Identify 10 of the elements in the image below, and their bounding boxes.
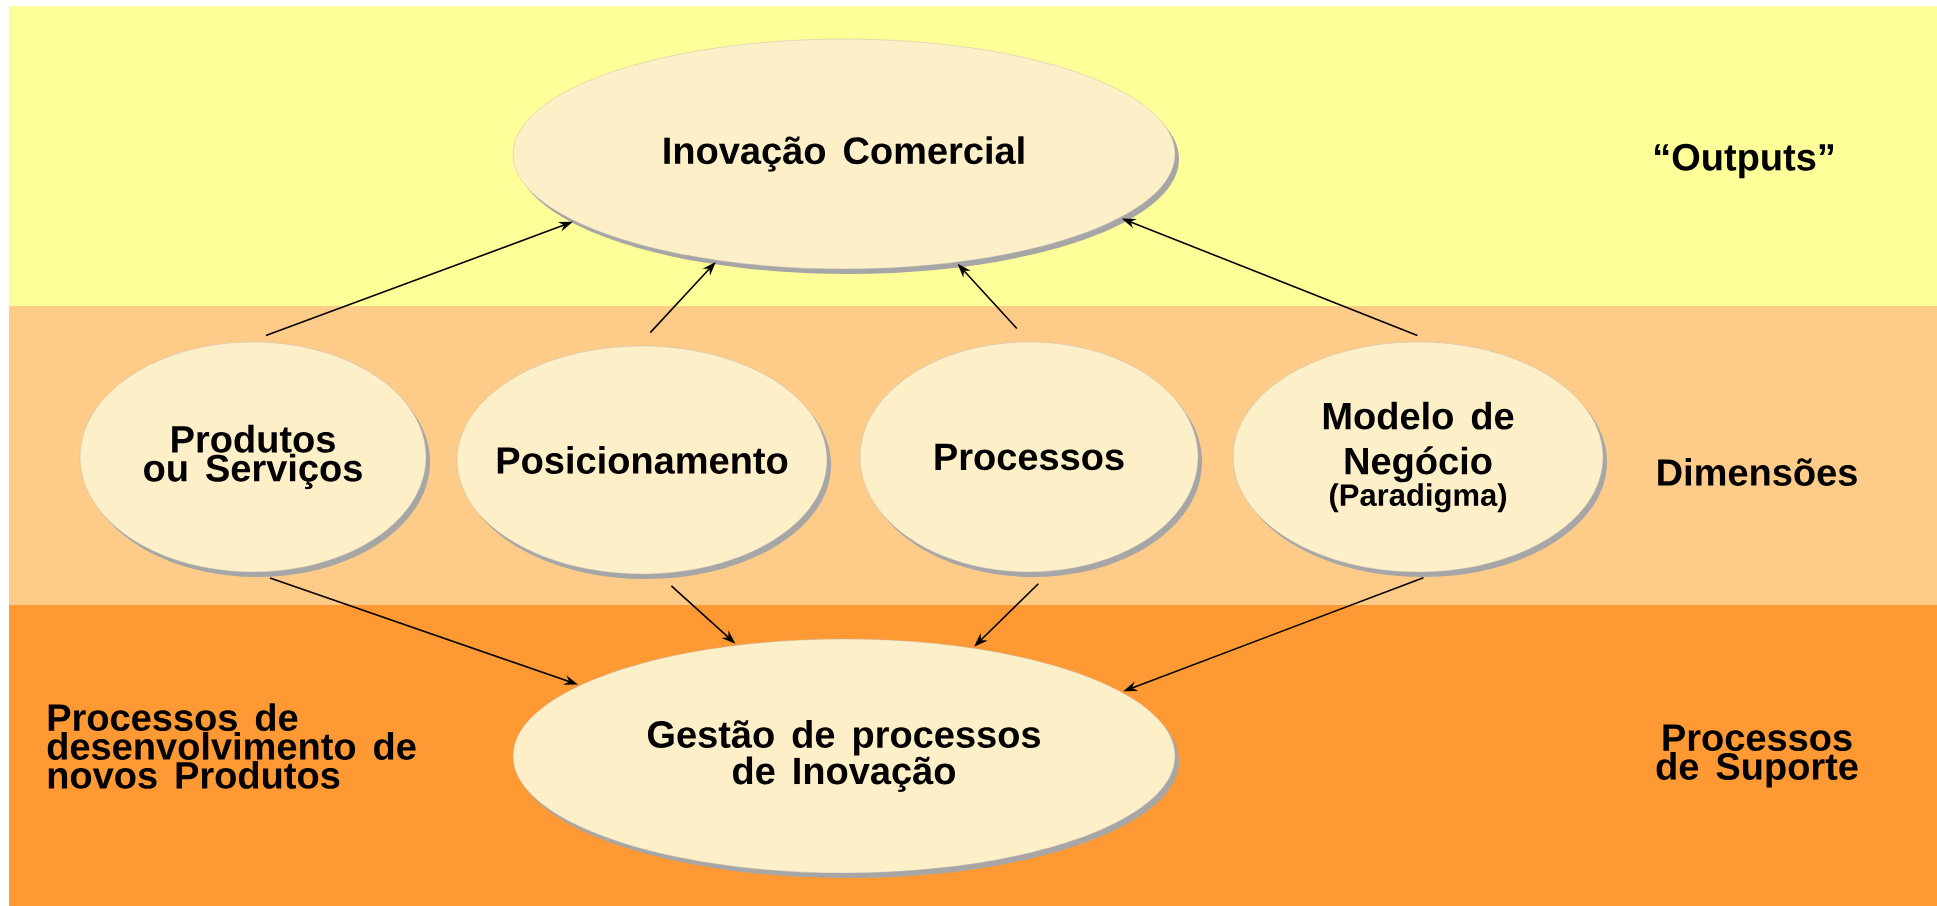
ellipse-node: Processos	[859, 341, 1202, 577]
side-label: Processos de desenvolvimento de novos Produtos	[47, 703, 416, 789]
ellipse-node: Gestão de processos de Inovação	[512, 638, 1179, 878]
side-label: Dimensões	[1658, 458, 1857, 486]
ellipse-node: Modelo de Negócio (Paradigma)	[1232, 341, 1607, 577]
side-label: “Outputs”	[1655, 143, 1834, 179]
ellipse-node: Posicionamento	[456, 345, 831, 579]
ellipse-node: Produtos ou Serviços	[79, 341, 430, 577]
side-label: Processos de Suporte	[1656, 724, 1858, 788]
ellipse-node: Inovação Comercial	[512, 38, 1179, 274]
